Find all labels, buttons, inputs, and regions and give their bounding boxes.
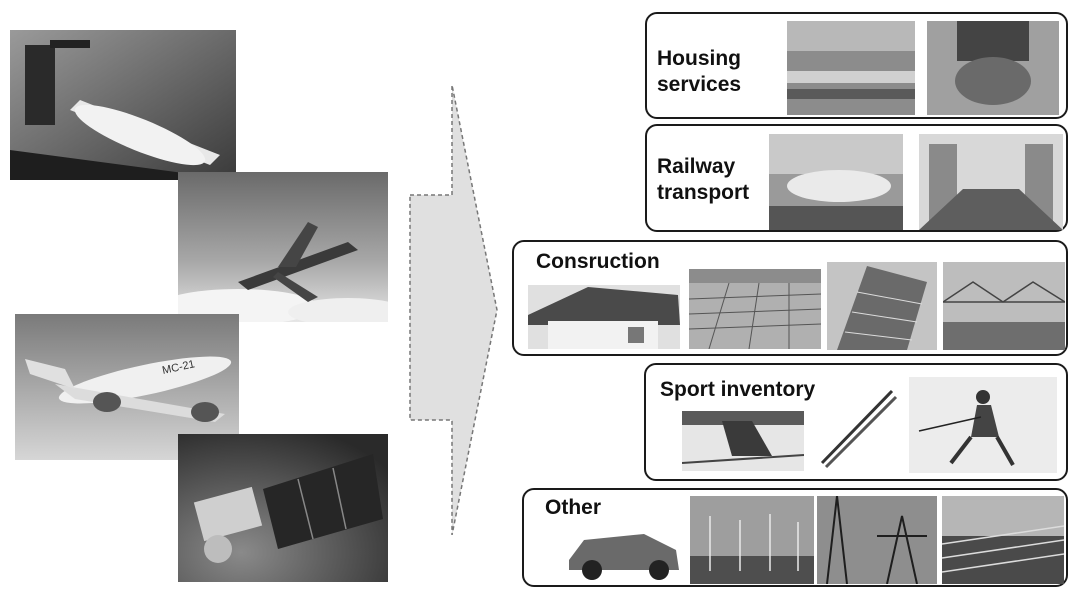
suv-car-photo xyxy=(564,520,684,584)
other-label: Other xyxy=(545,496,602,519)
high-speed-train-photo xyxy=(769,134,903,230)
transition-arrow xyxy=(409,85,498,535)
high-rise-photo xyxy=(827,262,937,350)
rebar-grid-photo xyxy=(689,269,821,349)
power-towers-photo xyxy=(817,496,937,584)
construction-label: Consruction xyxy=(536,250,660,273)
rocket-launch-photo xyxy=(10,30,236,180)
construction-panel: Consruction xyxy=(512,240,1068,356)
train-interior-photo xyxy=(919,134,1063,230)
railway-transport-panel: Railway transport xyxy=(645,124,1068,232)
truss-bridge-photo xyxy=(943,262,1065,350)
ski-poles-photo xyxy=(816,385,900,469)
fighter-jet-photo xyxy=(178,172,388,322)
steel-beams-photo xyxy=(942,496,1064,584)
wind-turbines-photo xyxy=(690,496,814,584)
housing-services-panel: Housing services xyxy=(645,12,1068,119)
airliner-photo: MC-21 xyxy=(15,314,239,460)
skier-photo xyxy=(909,377,1057,473)
railway-label-line2: transport xyxy=(657,181,750,204)
pipeline-photo xyxy=(787,21,915,115)
house-photo xyxy=(528,285,680,349)
sport-inventory-panel: Sport inventory xyxy=(644,363,1068,481)
satellite-photo xyxy=(178,434,388,582)
railway-label-line1: Railway xyxy=(657,155,736,178)
railway-transport-label: Railway transport xyxy=(657,154,749,206)
housing-services-label: Housing services xyxy=(657,46,741,98)
ski-boots-photo xyxy=(682,411,804,471)
housing-label-line1: Housing xyxy=(657,47,741,70)
sport-inventory-label: Sport inventory xyxy=(660,378,816,401)
housing-label-line2: services xyxy=(657,73,742,96)
valve-photo xyxy=(927,21,1059,115)
other-panel: Other xyxy=(522,488,1068,587)
